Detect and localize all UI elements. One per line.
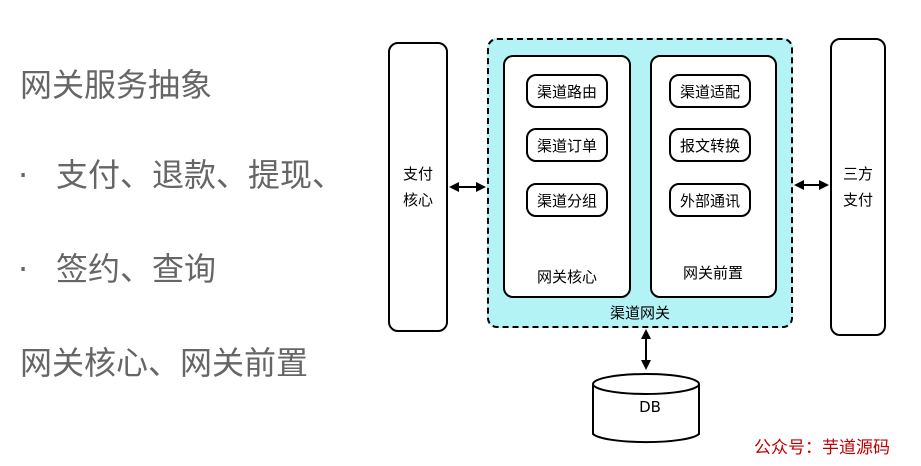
pay-core-label-line1: 支付 bbox=[402, 165, 433, 183]
gateway-front-label: 网关前置 bbox=[682, 264, 743, 282]
gateway-core-label: 网关核心 bbox=[536, 268, 597, 286]
bullet-text-1: 支付、退款、提现、 bbox=[56, 156, 345, 194]
third-pay-label-line1: 三方 bbox=[842, 165, 873, 183]
bullet-text-2: 签约、查询 bbox=[56, 250, 217, 288]
channel-adapter-node: 渠道适配 bbox=[669, 74, 751, 108]
message-convert-node: 报文转换 bbox=[669, 128, 751, 162]
bullet-dot: · bbox=[18, 156, 29, 194]
channel-routing-node: 渠道路由 bbox=[526, 74, 608, 108]
pay-core-box: 支付 核心 bbox=[388, 42, 448, 332]
database-cylinder bbox=[592, 373, 700, 444]
channel-group-node: 渠道分组 bbox=[526, 183, 608, 217]
bullet-item-1: · 支付、退款、提现、 bbox=[18, 150, 344, 196]
watermark-text: 公众号：芋道源码 bbox=[754, 438, 890, 458]
slide-subtitle: 网关核心、网关前置 bbox=[20, 344, 309, 382]
channel-gateway-label: 渠道网关 bbox=[609, 304, 670, 322]
pay-core-label-line2: 核心 bbox=[402, 191, 433, 209]
channel-order-node: 渠道订单 bbox=[526, 128, 608, 162]
third-pay-box: 三方 支付 bbox=[830, 38, 886, 336]
third-pay-label-line2: 支付 bbox=[842, 191, 873, 209]
bullet-item-2: · 签约、查询 bbox=[18, 244, 216, 290]
bullet-dot: · bbox=[18, 250, 29, 288]
slide-title: 网关服务抽象 bbox=[20, 66, 213, 104]
database-label: DB bbox=[639, 398, 661, 416]
external-comm-node: 外部通讯 bbox=[669, 183, 751, 217]
